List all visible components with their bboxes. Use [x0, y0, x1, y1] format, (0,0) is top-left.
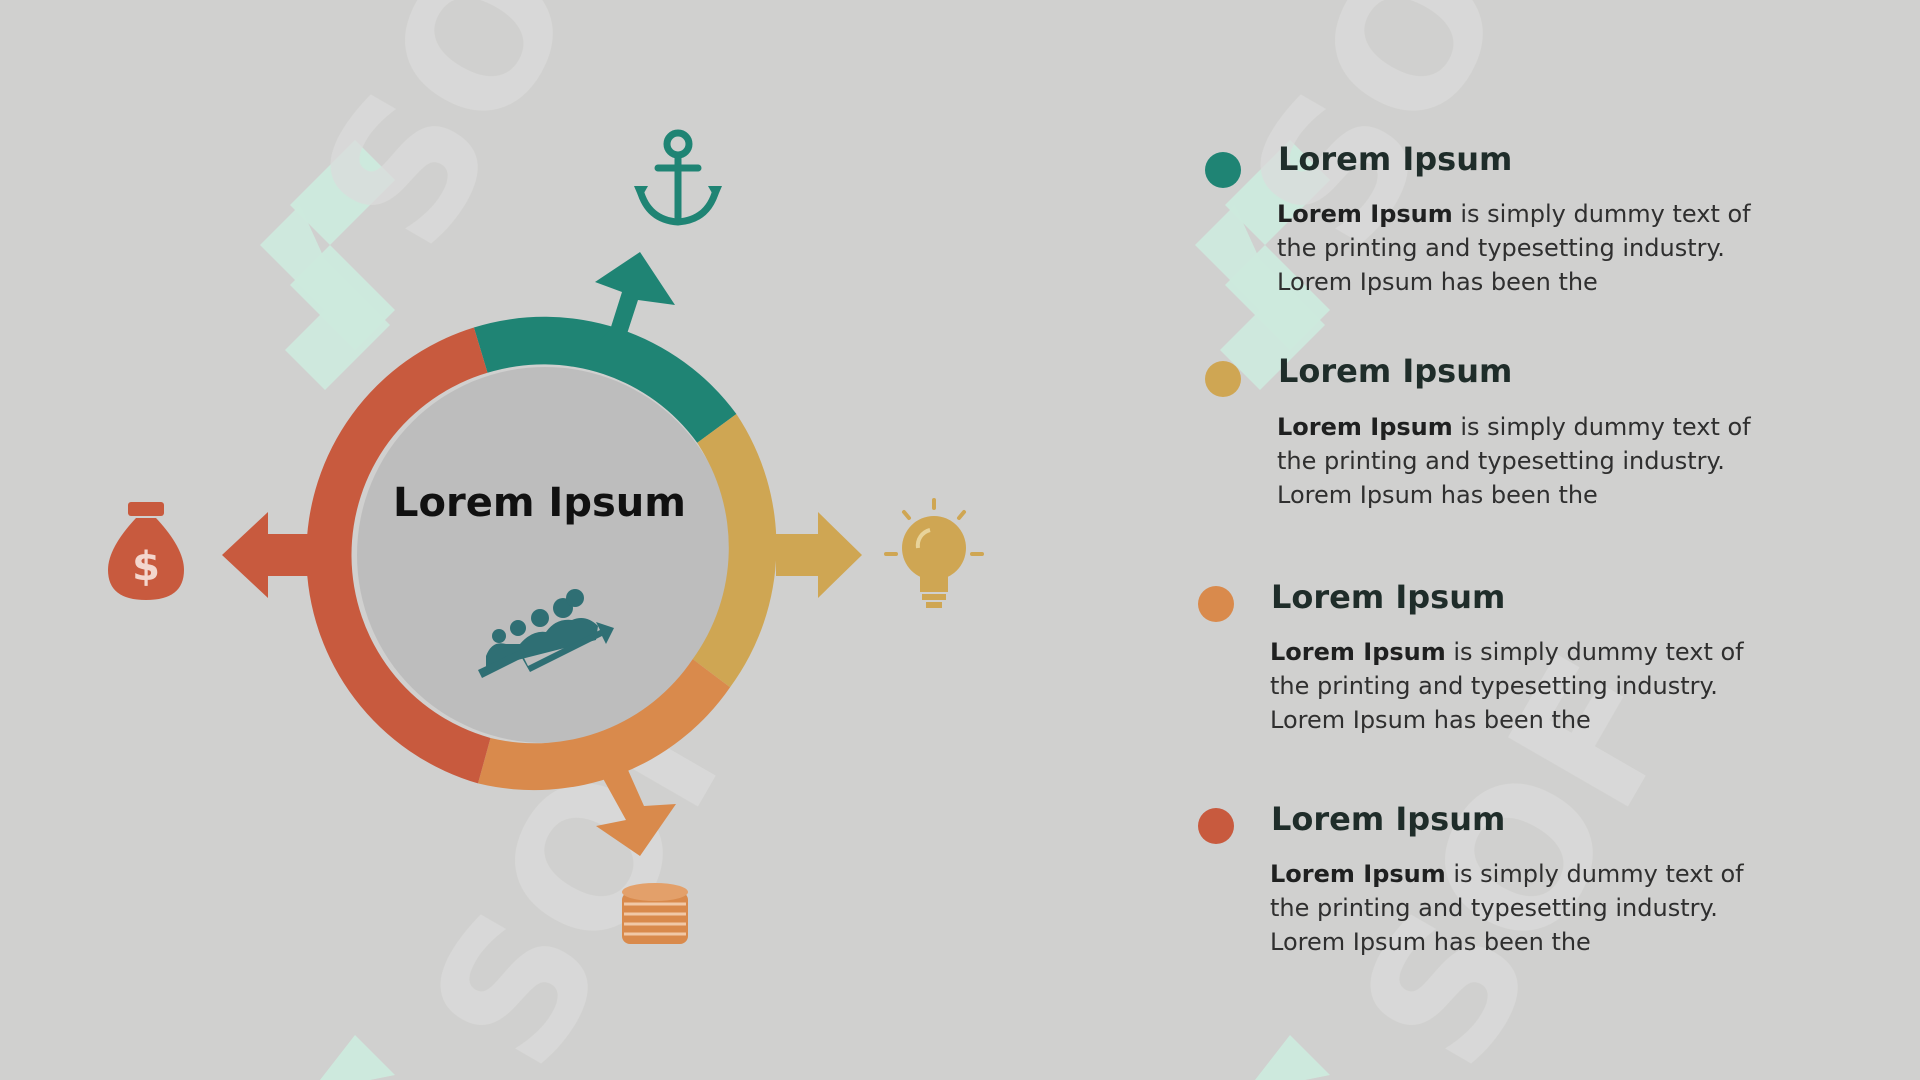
legend-description-text: is simply dummy text of the printing and… — [1270, 860, 1744, 956]
ring-segment-orange — [478, 659, 731, 791]
growth-team-icon — [478, 589, 614, 678]
legend-description-bold: Lorem Ipsum — [1270, 638, 1446, 666]
legend-description-text: is simply dummy text of the printing and… — [1277, 200, 1751, 296]
legend-description-bold: Lorem Ipsum — [1277, 200, 1453, 228]
anchor-icon — [634, 129, 722, 226]
arrow-right-gold — [776, 512, 862, 598]
watermark-logo — [260, 140, 1330, 1080]
legend-description-bold: Lorem Ipsum — [1277, 413, 1453, 441]
legend-description: Lorem Ipsum is simply dummy text of the … — [1277, 197, 1777, 299]
cycle-diagram: $ — [108, 129, 984, 944]
legend-title: Lorem Ipsum — [1278, 140, 1513, 178]
legend-description: Lorem Ipsum is simply dummy text of the … — [1277, 410, 1777, 512]
legend-description-bold: Lorem Ipsum — [1270, 860, 1446, 888]
ring-segment-teal — [473, 316, 737, 443]
legend-description: Lorem Ipsum is simply dummy text of the … — [1270, 635, 1770, 737]
legend-description-text: is simply dummy text of the printing and… — [1277, 413, 1751, 509]
coin-stack-icon — [622, 883, 688, 944]
legend-dot — [1198, 586, 1234, 622]
center-title: Lorem Ipsum — [393, 480, 686, 526]
legend-title: Lorem Ipsum — [1271, 578, 1506, 616]
lightbulb-icon — [884, 498, 984, 608]
ring-segment-red — [306, 327, 491, 784]
svg-text:$: $ — [132, 544, 160, 590]
arrow-left-red — [222, 512, 314, 598]
legend-description: Lorem Ipsum is simply dummy text of the … — [1270, 857, 1770, 959]
center-disc — [357, 367, 733, 743]
legend-description-text: is simply dummy text of the printing and… — [1270, 638, 1744, 734]
legend-dot — [1205, 152, 1241, 188]
ring-segment-gold — [692, 414, 777, 688]
legend-title: Lorem Ipsum — [1278, 352, 1513, 390]
arrow-up-teal — [595, 252, 675, 340]
money-bag-icon: $ — [108, 502, 184, 600]
legend-dot — [1205, 361, 1241, 397]
legend-dot — [1198, 808, 1234, 844]
legend-title: Lorem Ipsum — [1271, 800, 1506, 838]
arrow-down-orange — [596, 770, 676, 856]
